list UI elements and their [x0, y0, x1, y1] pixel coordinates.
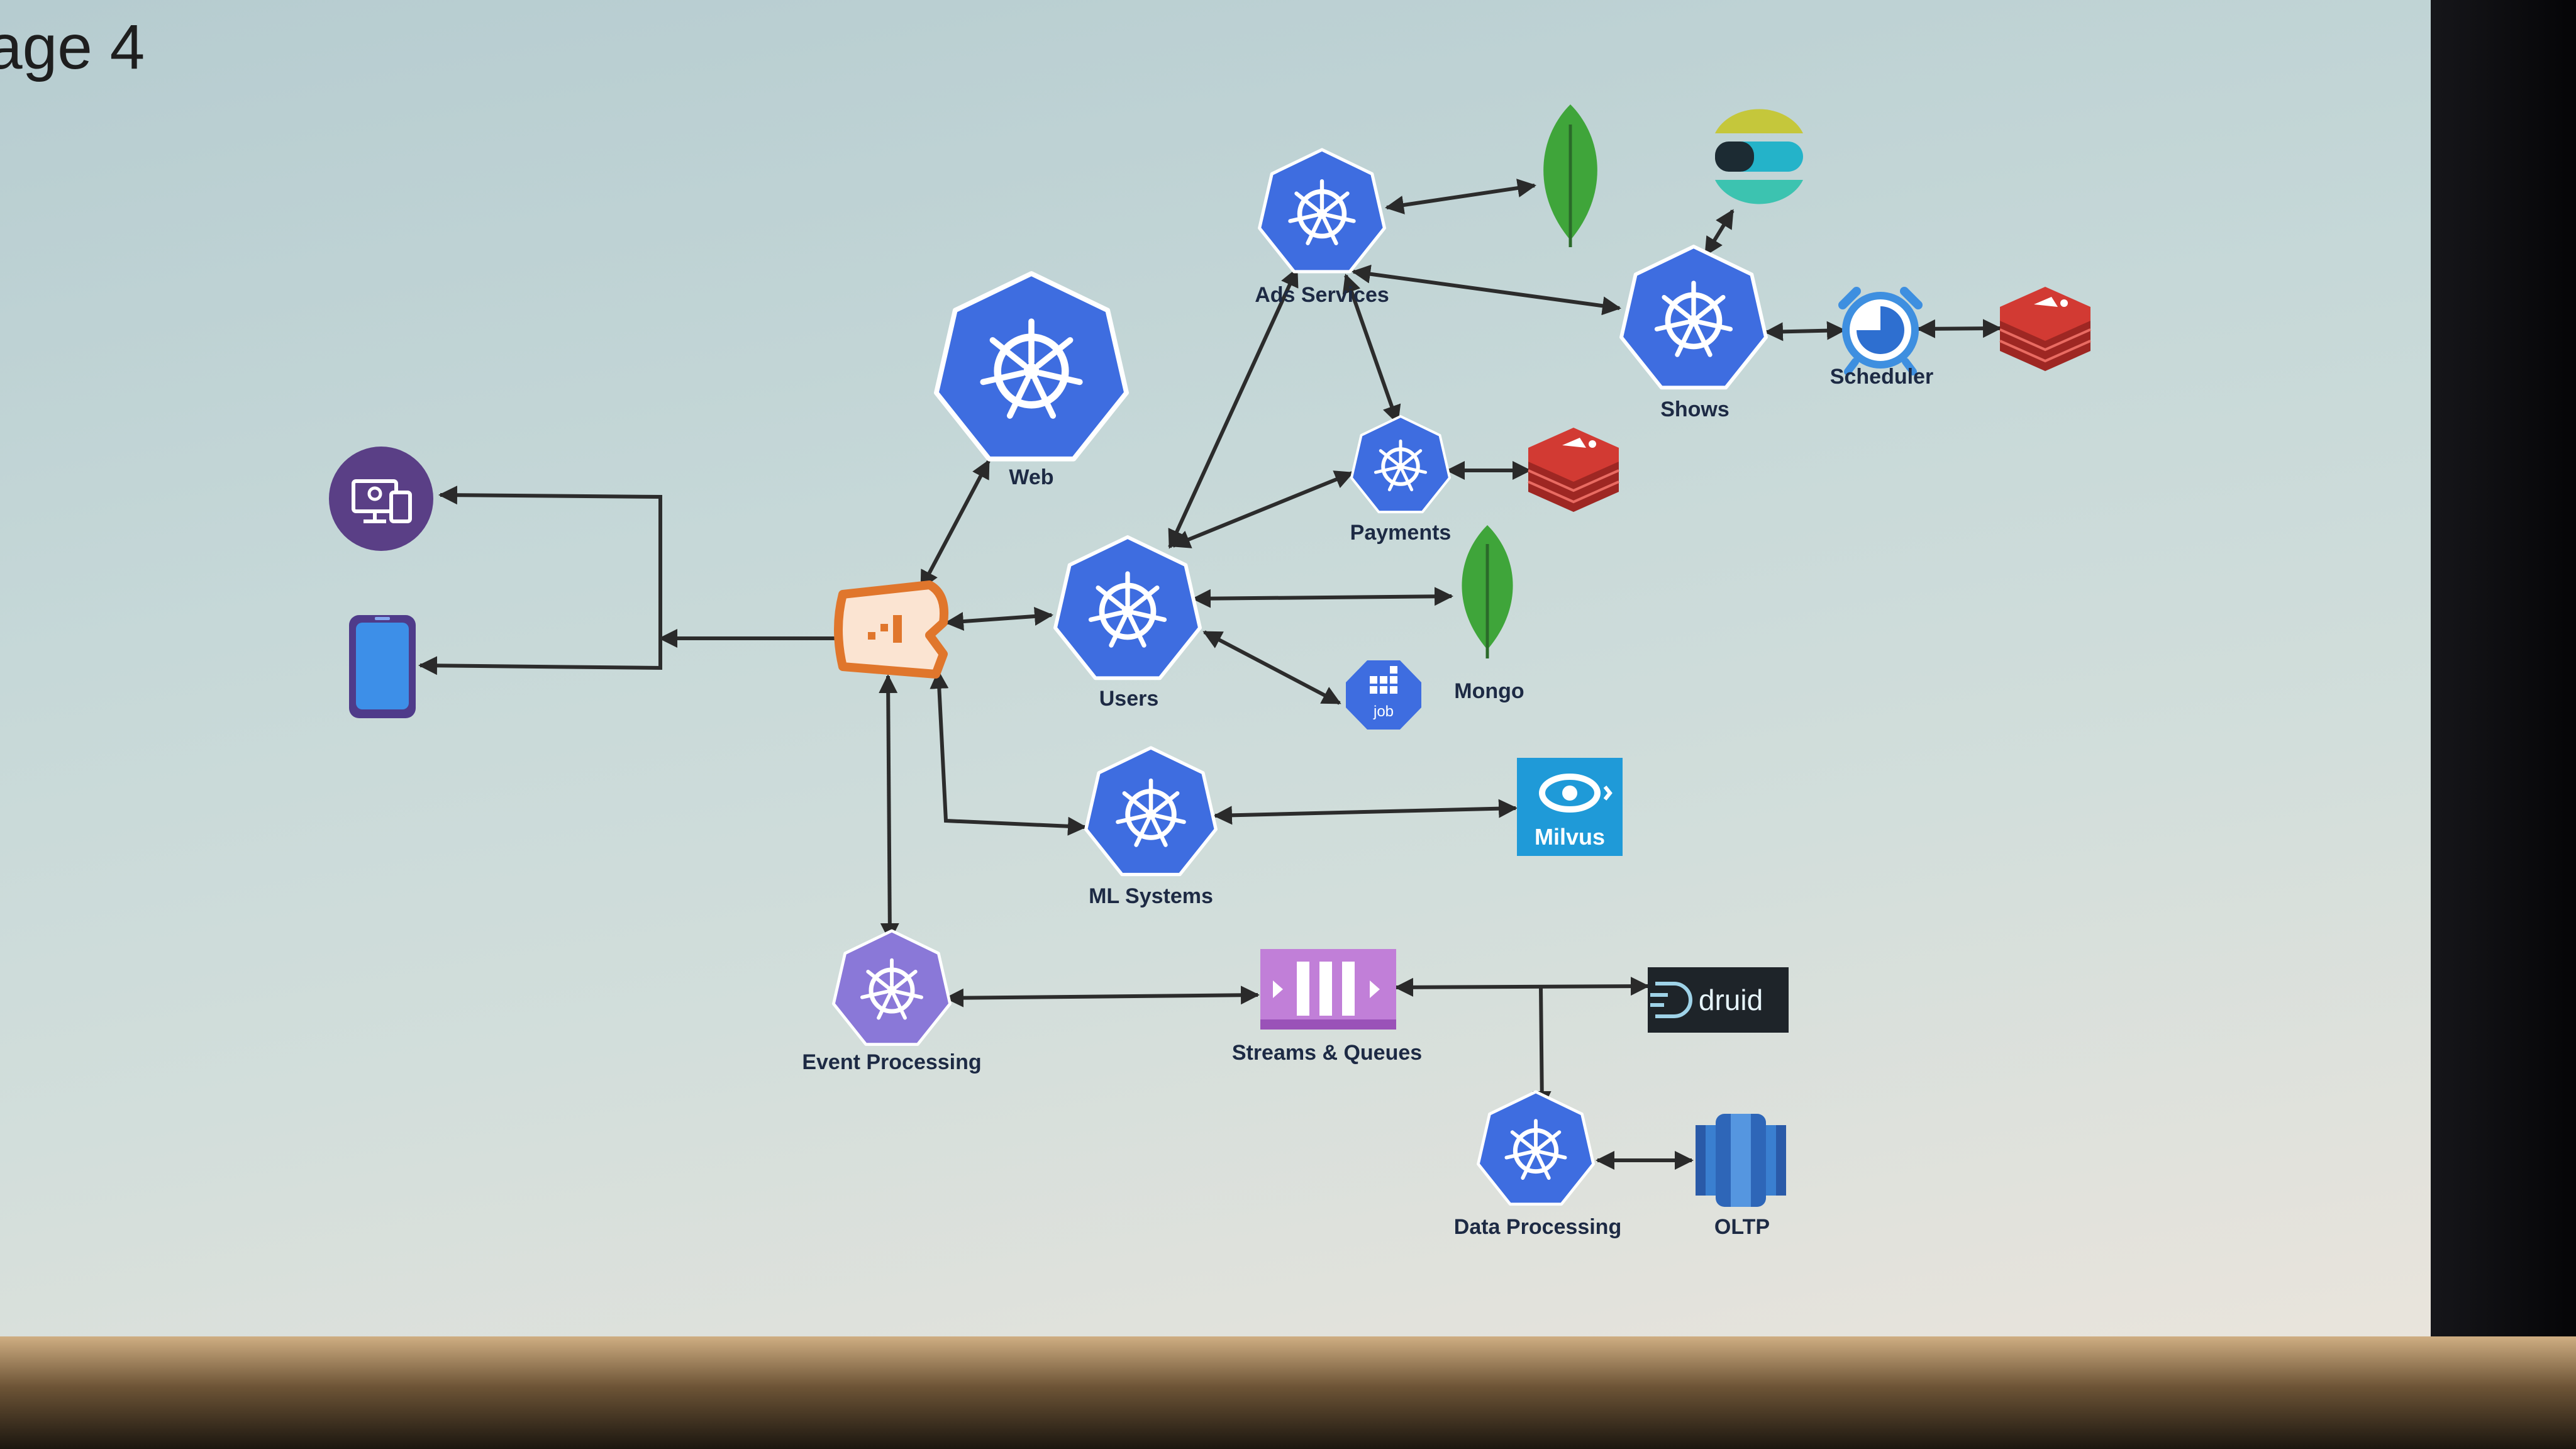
edge-gateway-web	[919, 459, 991, 590]
web-label: Web	[1009, 465, 1054, 489]
data-processing-label: Data Processing	[1453, 1215, 1622, 1239]
scheduler-label: Scheduler	[1829, 365, 1934, 389]
event-processing-service-node[interactable]	[832, 929, 952, 1046]
desktop-client-icon[interactable]	[329, 447, 433, 551]
druid-icon[interactable]: druid	[1648, 967, 1789, 1033]
edge-event-streams	[945, 985, 1260, 1008]
edge-shows-elastic	[1704, 209, 1735, 257]
payments-label: Payments	[1350, 521, 1452, 545]
web-service-node[interactable]	[934, 271, 1129, 462]
shows-label: Shows	[1660, 397, 1729, 421]
mongodb-icon[interactable]	[1462, 525, 1513, 658]
api-gateway-icon[interactable]	[834, 580, 948, 679]
edge-gateway-ml	[930, 670, 1087, 836]
edge-ml-milvus	[1213, 799, 1518, 825]
elasticsearch-icon[interactable]	[1715, 109, 1803, 204]
redis-icon[interactable]	[1999, 287, 2091, 371]
job-icon[interactable]: job	[1346, 660, 1421, 730]
edge-users-ads	[1168, 267, 1299, 549]
ml-systems-service-node[interactable]	[1084, 746, 1218, 877]
mongodb-icon[interactable]	[1543, 104, 1597, 247]
job-label: job	[1373, 703, 1394, 720]
mongo-label: Mongo	[1454, 679, 1524, 703]
druid-label: druid	[1699, 984, 1763, 1016]
event-processing-label: Event Processing	[802, 1050, 982, 1074]
edge-users-payments	[1171, 470, 1354, 548]
edge-streams-dataproc	[1532, 987, 1552, 1110]
edge-ads-payments	[1342, 274, 1401, 425]
edge-streams-druid	[1394, 977, 1650, 997]
edge-shows-scheduler	[1764, 321, 1846, 341]
edge-users-mongo	[1192, 587, 1453, 608]
users-label: Users	[1099, 687, 1159, 711]
data-processing-service-node[interactable]	[1477, 1090, 1595, 1206]
slide-title: age 4	[0, 12, 145, 82]
payments-service-node[interactable]	[1350, 415, 1451, 514]
edge-scheduler-redis	[1916, 319, 2002, 338]
ads-services-label: Ads Services	[1255, 283, 1389, 307]
edge-ads-shows	[1352, 264, 1621, 316]
ml-systems-label: ML Systems	[1089, 884, 1213, 908]
ads-services-node[interactable]	[1258, 148, 1386, 274]
edge-gateway-users	[945, 606, 1053, 631]
streams-queues-icon[interactable]	[1260, 949, 1396, 1030]
edge-users-job	[1202, 630, 1341, 705]
scheduler-clock-icon[interactable]	[1838, 287, 1923, 375]
mobile-client-icon[interactable]	[349, 615, 416, 718]
room-floor	[0, 1336, 2576, 1449]
shows-service-node[interactable]	[1619, 245, 1768, 390]
edge-ads-mongo	[1385, 179, 1536, 214]
oltp-database-icon[interactable]	[1696, 1114, 1786, 1207]
streams-queues-label: Streams & Queues	[1231, 1041, 1423, 1065]
milvus-icon[interactable]: Milvus	[1517, 758, 1623, 856]
edge-gateway-event	[879, 674, 899, 942]
architecture-diagram: job Milvus druid	[329, 104, 2091, 1207]
edge-phone-client	[418, 638, 662, 675]
redis-icon[interactable]	[1528, 428, 1619, 512]
oltp-label: OLTP	[1714, 1215, 1770, 1239]
edge-monitor-client	[438, 486, 662, 638]
users-service-node[interactable]	[1053, 535, 1202, 680]
milvus-label: Milvus	[1535, 824, 1605, 850]
screen-bezel	[2431, 0, 2576, 1449]
